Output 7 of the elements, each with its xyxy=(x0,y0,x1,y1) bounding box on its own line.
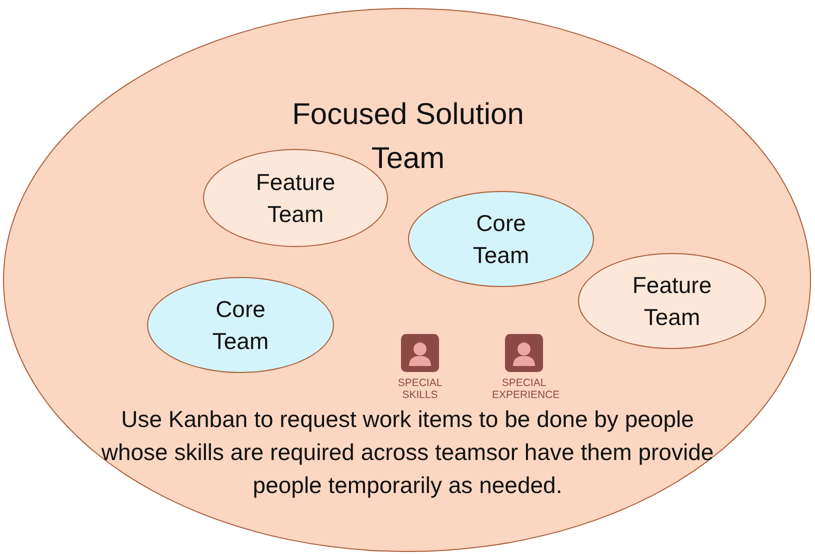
group-title: Focused Solution Team xyxy=(292,97,525,175)
core-team-ellipse: Core Team xyxy=(408,191,594,287)
note-text: Use Kanban to request work items to be done by people whose skills are required across teamsor have them provide people temporarily as needed. xyxy=(100,405,715,500)
feature-team-ellipse: Feature Team xyxy=(578,253,766,349)
icon-caption: SPECIAL SKILLS xyxy=(396,377,444,401)
icon-caption: SPECIAL EXPERIENCE xyxy=(491,377,561,401)
core-team-ellipse: Core Team xyxy=(147,277,334,373)
